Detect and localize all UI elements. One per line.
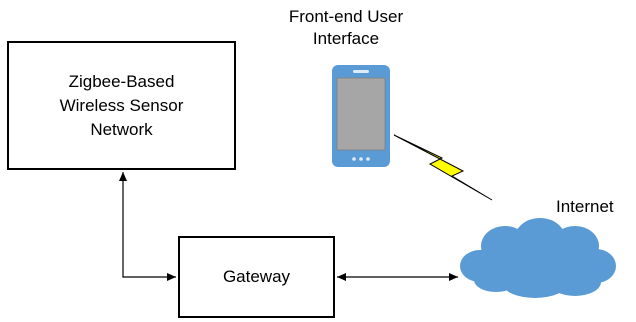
- wsn-label-line-1: Zigbee-Based: [68, 71, 175, 91]
- wsn-label-line-3: Network: [90, 119, 153, 139]
- cloud-icon: [460, 218, 616, 298]
- gateway-label: Gateway: [222, 267, 291, 286]
- connector-wsn-gateway: [119, 172, 176, 281]
- smartphone-icon: [332, 65, 390, 167]
- ui-label-line-2: Interface: [312, 29, 380, 48]
- lightning-bolt-icon: [393, 134, 493, 201]
- gateway-node: Gateway: [178, 236, 335, 318]
- wsn-node: Zigbee-Based Wireless Sensor Network: [7, 41, 236, 170]
- wsn-label-line-2: Wireless Sensor: [59, 95, 184, 115]
- internet-label: Internet: [556, 197, 614, 216]
- wsn-node-label: Zigbee-Based Wireless Sensor Network: [9, 70, 234, 142]
- ui-label-line-1: Front-end User: [288, 7, 404, 26]
- ui-node-label: Front-end User Interface: [268, 6, 424, 50]
